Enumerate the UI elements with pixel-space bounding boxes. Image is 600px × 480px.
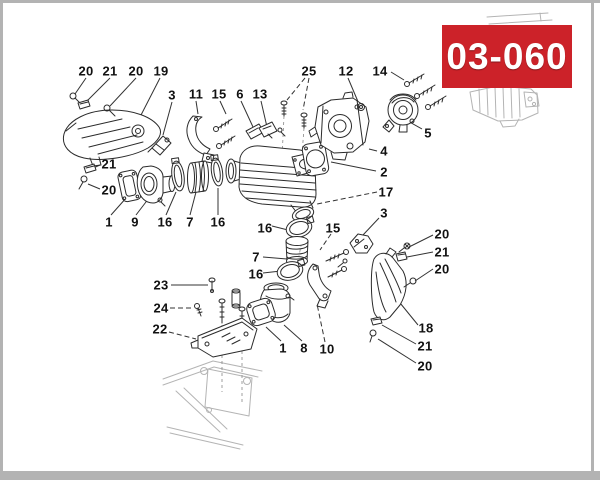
part-callout-5-12: 5	[424, 125, 432, 141]
part-cover-screws	[404, 73, 447, 110]
part-callout-23-28: 23	[153, 277, 169, 293]
part-air-temp-sensor	[245, 121, 286, 140]
part-throttle-gasket	[301, 141, 330, 177]
part-gasket-left	[117, 169, 142, 203]
part-callout-21-1: 21	[102, 63, 118, 79]
part-screws-top	[213, 118, 236, 149]
part-callout-3-16: 3	[380, 205, 388, 221]
part-callout-2-14: 2	[380, 164, 388, 180]
part-callout-1-31: 1	[279, 340, 287, 356]
part-callout-16-21: 16	[157, 214, 173, 230]
part-callout-21-17: 21	[101, 156, 117, 172]
part-callout-9-20: 9	[131, 214, 139, 230]
part-callout-12-10: 12	[338, 63, 354, 79]
part-throttle-cover	[382, 93, 419, 133]
page-edge-top	[0, 0, 600, 3]
part-heat-shield	[370, 247, 407, 321]
part-mounting-plate-group	[190, 277, 258, 358]
part-callout-7-26: 7	[252, 249, 260, 265]
part-callout-20-36: 20	[434, 261, 450, 277]
part-callout-15-25: 15	[325, 220, 341, 236]
part-callout-24-29: 24	[153, 300, 169, 316]
part-callout-15-6: 15	[211, 86, 227, 102]
part-callout-6-7: 6	[236, 86, 244, 102]
part-callout-3-4: 3	[168, 87, 176, 103]
part-callout-20-2: 20	[128, 63, 144, 79]
frame-reference-sketch	[162, 360, 263, 450]
part-shield-fasteners	[369, 242, 417, 343]
part-hose-clamp-a	[171, 157, 185, 192]
part-callout-17-15: 17	[378, 184, 394, 200]
part-air-box-cover	[62, 109, 162, 167]
part-callout-20-39: 20	[417, 358, 433, 374]
part-sensor-clamp-left	[147, 135, 172, 156]
part-callout-16-24: 16	[257, 220, 273, 236]
part-callout-10-33: 10	[319, 341, 335, 357]
part-bolts-center	[325, 249, 349, 278]
part-callout-25-9: 25	[301, 63, 317, 79]
part-callout-1-19: 1	[105, 214, 113, 230]
part-callout-11-5: 11	[188, 86, 204, 102]
part-callout-13-8: 13	[252, 86, 268, 102]
page-edge-left	[0, 0, 3, 480]
part-gasket-lower	[246, 297, 276, 327]
part-support-bracket	[186, 115, 215, 164]
page-edge-right	[591, 0, 594, 480]
part-hose-clamp-d	[276, 258, 306, 281]
part-screws-vertical	[280, 100, 308, 129]
part-callout-18-37: 18	[418, 320, 434, 336]
part-callout-8-32: 8	[300, 340, 308, 356]
part-strap-bracket	[307, 263, 332, 309]
callout-leader-lines	[74, 71, 434, 364]
part-callout-20-0: 20	[78, 63, 94, 79]
part-callout-7-22: 7	[186, 214, 194, 230]
part-rubber-sleeve-lower	[285, 236, 309, 266]
part-intake-flange	[136, 165, 176, 207]
part-hose-clamp-b	[210, 154, 224, 187]
part-rubber-sleeve-left	[187, 160, 209, 194]
part-callout-22-30: 22	[152, 321, 168, 337]
part-cover-screws-and-clips	[69, 92, 116, 190]
part-callout-19-3: 19	[153, 63, 169, 79]
part-nut	[357, 103, 365, 111]
part-callout-21-38: 21	[417, 338, 433, 354]
part-callout-20-34: 20	[434, 226, 450, 242]
part-callout-16-27: 16	[248, 266, 264, 282]
part-callout-20-18: 20	[101, 182, 117, 198]
page-code-badge: 03-060	[442, 25, 572, 88]
part-bracket-right	[337, 233, 374, 268]
part-callout-14-11: 14	[372, 63, 388, 79]
part-callout-16-23: 16	[210, 214, 226, 230]
page-edge-bottom	[0, 471, 600, 480]
part-callout-21-35: 21	[434, 244, 450, 260]
part-callout-4-13: 4	[380, 143, 388, 159]
